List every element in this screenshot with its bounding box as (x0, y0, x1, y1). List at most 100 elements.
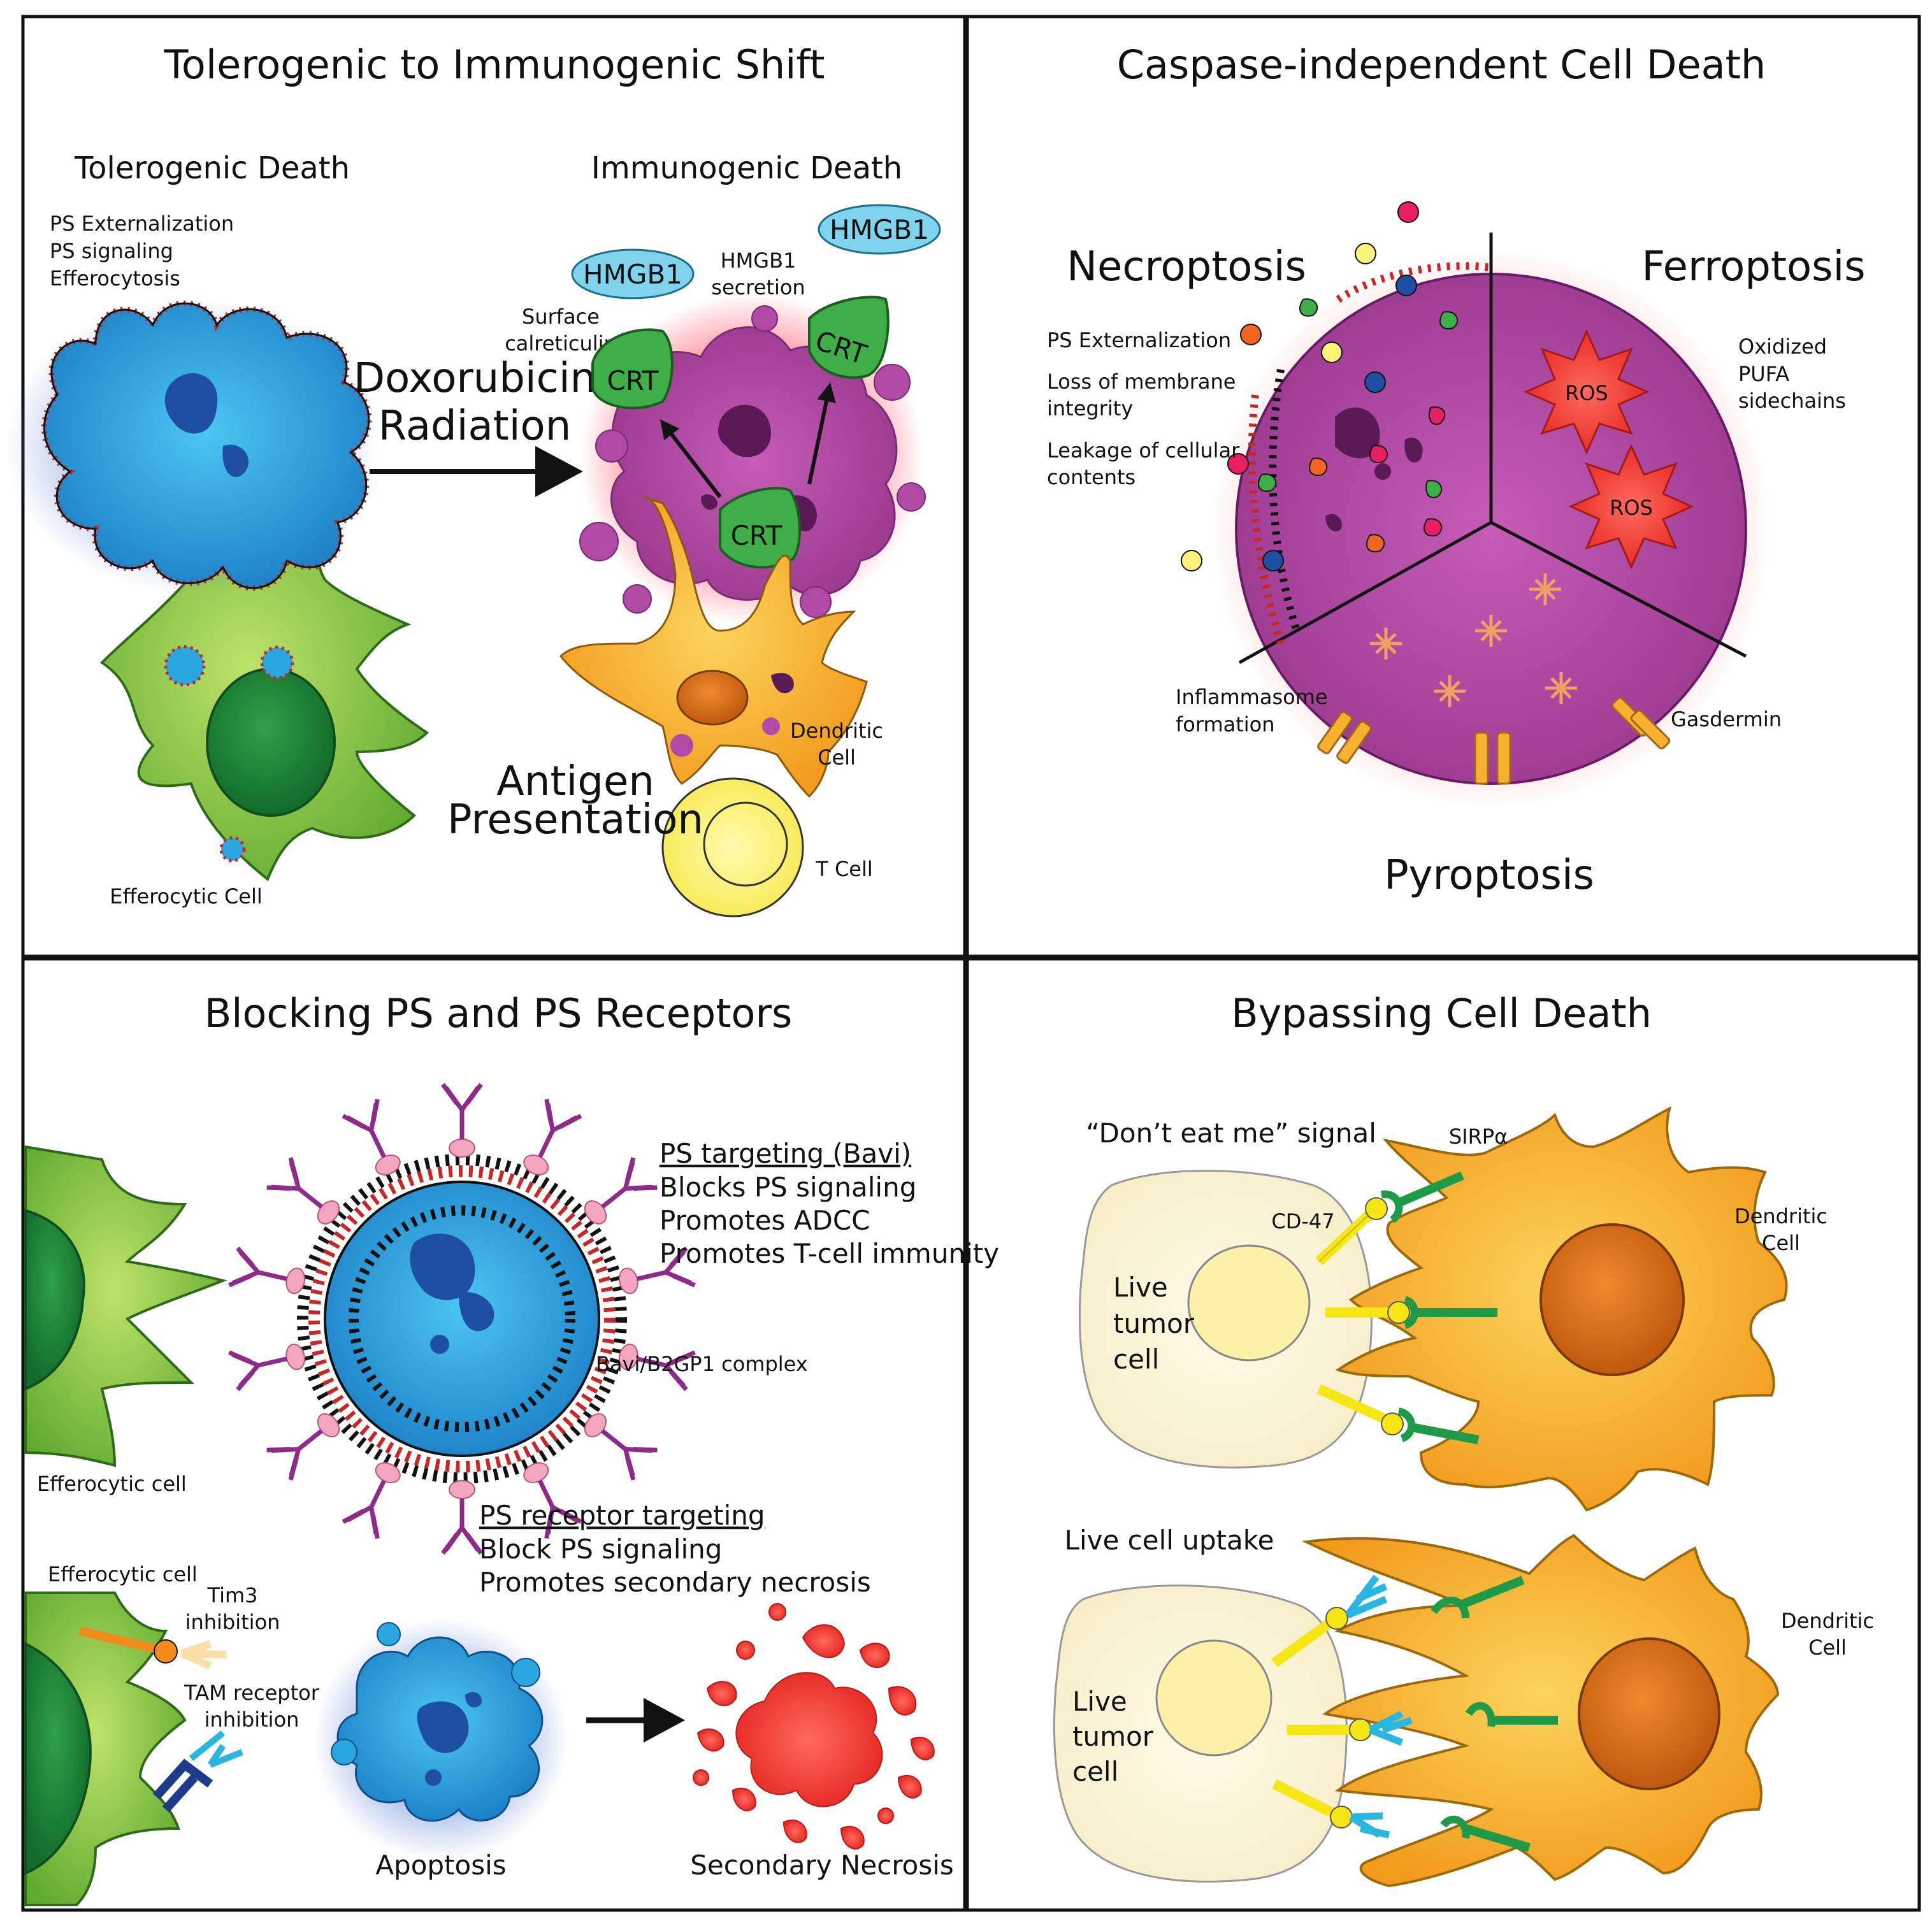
bavi-complex (266, 1157, 340, 1225)
necrosis-arrow (586, 1698, 685, 1743)
tim3-label-2: inhibition (185, 1610, 280, 1634)
caspase-cell: ROS ROS (1181, 201, 1771, 809)
gasdermin-pores (1317, 696, 1671, 785)
svg-text:CRT: CRT (607, 365, 658, 396)
ferro-feature-1: Oxidized (1738, 334, 1827, 359)
ps-targeting-item-1: Blocks PS signaling (660, 1172, 916, 1203)
efferocytic-cell-label: Efferocytic Cell (110, 884, 263, 909)
uptake-receptors (1271, 1574, 1558, 1852)
treatment-doxorubicin: Doxorubicin (354, 355, 596, 402)
bavi-complex (618, 1343, 696, 1391)
svg-text:CRT: CRT (730, 520, 782, 551)
bavi-complex (228, 1246, 306, 1295)
ps-list-1: PS Externalization (50, 212, 234, 236)
necro-feature-2: Loss of membrane (1047, 370, 1236, 394)
crt-arrow-left (660, 419, 722, 498)
secondary-necrosis-label: Secondary Necrosis (690, 1850, 954, 1881)
ferro-feature-2: PUFA (1738, 362, 1789, 386)
ps-targeted-cell (297, 1154, 627, 1484)
efferocytic-cell (99, 493, 429, 882)
dendritic-top-2: Cell (1762, 1231, 1800, 1255)
live-tumor-bottom-1: Live (1072, 1686, 1127, 1717)
svg-text:ROS: ROS (1610, 496, 1653, 520)
ferroptosis-label: Ferroptosis (1641, 243, 1865, 291)
gasdermin-label: Gasdermin (1671, 707, 1782, 731)
apoptotic-nucleus-fragment (222, 445, 249, 477)
live-tumor-cell-top (1078, 1170, 1373, 1469)
receptor-item-2: Promotes secondary necrosis (479, 1567, 871, 1598)
apoptotic-cell (6, 299, 376, 593)
dendritic-cell-top (1335, 1106, 1788, 1512)
antigen-presentation-1: Antigen (496, 758, 654, 805)
crt-bottom: CRT (719, 487, 801, 569)
receptor-heading: PS receptor targeting (479, 1500, 765, 1531)
svg-text:ROS: ROS (1565, 381, 1608, 405)
hmgb1-left: HMGB1 (571, 248, 695, 299)
bavi-complex (266, 1413, 340, 1481)
bavi-complexes (228, 1082, 696, 1555)
panel-frames (21, 15, 1921, 1912)
tam-label-1: TAM receptor (184, 1681, 320, 1705)
necro-feature-3: integrity (1047, 396, 1133, 420)
inflammasome-label-2: formation (1176, 712, 1275, 737)
bavi-complex (523, 1098, 582, 1175)
efferocytic-cell-top-label: Efferocytic cell (37, 1472, 187, 1496)
hmgb1-secretion-1: HMGB1 (721, 248, 797, 273)
dendritic-cell-tl (559, 496, 868, 798)
tam-label-2: inhibition (205, 1707, 299, 1732)
panel-title-tl: Tolerogenic to Immunogenic Shift (164, 41, 825, 88)
dendritic-cell-bottom (1302, 1534, 1780, 1888)
panel-title-bl: Blocking PS and PS Receptors (205, 990, 793, 1037)
live-cell-uptake-label: Live cell uptake (1065, 1525, 1274, 1556)
inflammasome-label-1: Inflammasome (1176, 685, 1328, 709)
apoptotic-nucleus-fragment (164, 373, 218, 434)
crt-left: CRT (591, 328, 674, 410)
ps-targeting-item-3: Promotes T-cell immunity (660, 1238, 999, 1269)
live-tumor-top-2: tumor (1113, 1308, 1195, 1339)
cd47-label: CD-47 (1271, 1209, 1334, 1233)
bavi-complex (584, 1157, 658, 1225)
live-tumor-top-1: Live (1113, 1272, 1168, 1303)
bavi-complex (618, 1246, 696, 1295)
treatment-radiation: Radiation (378, 403, 572, 450)
dendritic-bottom-2: Cell (1808, 1635, 1847, 1660)
inflammasome-stars (1370, 573, 1577, 707)
immunogenic-death-label: Immunogenic Death (591, 150, 902, 186)
apoptotic-cell-bottom (314, 1618, 568, 1860)
apoptosis-label: Apoptosis (375, 1850, 506, 1881)
necro-feature-4: Leakage of cellular (1047, 438, 1240, 463)
surface-calreticulin-1: Surface (522, 305, 600, 329)
hmgb1-secretion-2: secretion (711, 275, 805, 299)
dendritic-top-1: Dendritic (1734, 1204, 1827, 1228)
panel-title-br: Bypassing Cell Death (1231, 990, 1652, 1037)
antigen-presentation-2: Presentation (447, 796, 703, 844)
tolerogenic-death-label: Tolerogenic Death (74, 150, 350, 186)
sirpa-label: SIRPα (1449, 1125, 1508, 1149)
ros-2: ROS (1568, 443, 1694, 570)
efferocytic-cell-bottom (24, 1592, 187, 1906)
bavi-complex (584, 1413, 658, 1481)
panel-bypassing-death: Bypassing Cell Death Live tumor cell CD-… (1053, 990, 1874, 1888)
tim3-receptor (78, 1627, 227, 1670)
live-tumor-bottom-3: cell (1072, 1756, 1118, 1787)
necro-feature-1: PS Externalization (1047, 328, 1231, 352)
live-tumor-bottom-2: tumor (1072, 1721, 1154, 1752)
bavi-complex (342, 1098, 401, 1175)
bavi-complex (441, 1480, 483, 1555)
bavi-complex (342, 1462, 401, 1539)
necroptosis-label: Necroptosis (1067, 243, 1306, 291)
panel-caspase-independent: Caspase-independent Cell Death (1047, 41, 1866, 899)
dont-eat-me-label: “Don’t eat me” signal (1086, 1118, 1376, 1149)
crt-right: CRT (808, 296, 890, 379)
ros-1: ROS (1524, 329, 1650, 455)
live-tumor-top-3: cell (1113, 1344, 1159, 1375)
ps-list-2: PS signaling (50, 239, 173, 263)
bavi-complex (228, 1343, 306, 1391)
dendritic-cell-label-1: Dendritic (790, 719, 883, 743)
panel-tolerogenic-shift: Tolerogenic to Immunogenic Shift Tolerog… (6, 41, 941, 917)
tim3-label-1: Tim3 (207, 1583, 258, 1607)
t-cell (661, 777, 804, 917)
t-cell-label: T Cell (815, 857, 873, 881)
bavi-complex (523, 1462, 582, 1539)
efferocytic-nucleus (206, 668, 336, 817)
